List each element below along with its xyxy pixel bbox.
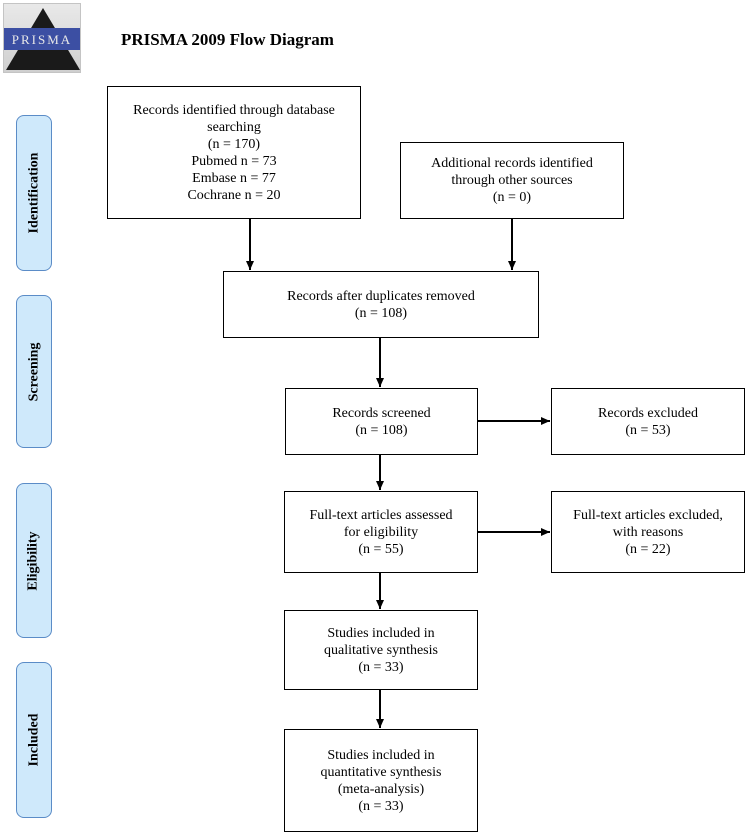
box-line: with reasons: [612, 524, 684, 540]
box-line: (n = 108): [354, 305, 408, 321]
box-fulltext-excluded: Full-text articles excluded, with reason…: [551, 491, 745, 573]
page-title: PRISMA 2009 Flow Diagram: [121, 30, 334, 49]
stage-eligibility: Eligibility: [16, 483, 52, 638]
box-fulltext-assessed: Full-text articles assessed for eligibil…: [284, 491, 478, 573]
box-line: Pubmed n = 73: [191, 153, 277, 169]
stage-identification: Identification: [16, 115, 52, 271]
box-line: Additional records identified: [431, 156, 593, 171]
box-line: Records excluded: [598, 405, 698, 421]
box-qualitative-synthesis: Studies included in qualitative synthesi…: [284, 610, 478, 690]
box-line: Records after duplicates removed: [287, 288, 475, 304]
box-line: (meta-analysis): [337, 781, 425, 797]
box-line: qualitative synthesis: [324, 642, 438, 658]
box-db-search: Records identified through database sear…: [107, 86, 361, 219]
stage-included: Included: [16, 662, 52, 818]
box-line: (n = 55): [358, 541, 404, 557]
box-line: Studies included in: [327, 625, 435, 641]
box-line: through other sources: [451, 173, 573, 188]
box-line: (n = 170): [207, 136, 261, 152]
box-line: searching: [207, 119, 261, 135]
box-line: (n = 0): [492, 190, 532, 205]
box-line: Embase n = 77: [192, 170, 276, 186]
prisma-triangle-icon: [4, 8, 80, 70]
box-line: Studies included in: [327, 747, 435, 763]
stage-screening: Screening: [16, 295, 52, 448]
box-records-screened: Records screened (n = 108): [285, 388, 478, 455]
logo-text: PRISMA: [11, 32, 73, 47]
box-line: quantitative synthesis: [320, 764, 442, 780]
box-line: for eligibility: [343, 524, 419, 540]
box-line: Full-text articles assessed: [309, 507, 453, 523]
box-records-excluded: Records excluded (n = 53): [551, 388, 745, 455]
box-line: Records identified through database: [133, 102, 335, 118]
box-other-sources: Additional records identified through ot…: [400, 142, 624, 219]
box-line: (n = 33): [358, 798, 404, 814]
prisma-logo: PRISMA: [3, 3, 81, 73]
box-line: (n = 22): [625, 541, 671, 557]
box-line: (n = 108): [355, 422, 408, 438]
box-line: Cochrane n = 20: [187, 187, 281, 203]
box-quantitative-synthesis: Studies included in quantitative synthes…: [284, 729, 478, 832]
box-line: (n = 53): [625, 422, 671, 438]
box-line: Full-text articles excluded,: [573, 507, 723, 523]
box-line: (n = 33): [358, 659, 404, 675]
box-duplicates-removed: Records after duplicates removed (n = 10…: [223, 271, 539, 338]
box-line: Records screened: [332, 405, 431, 421]
